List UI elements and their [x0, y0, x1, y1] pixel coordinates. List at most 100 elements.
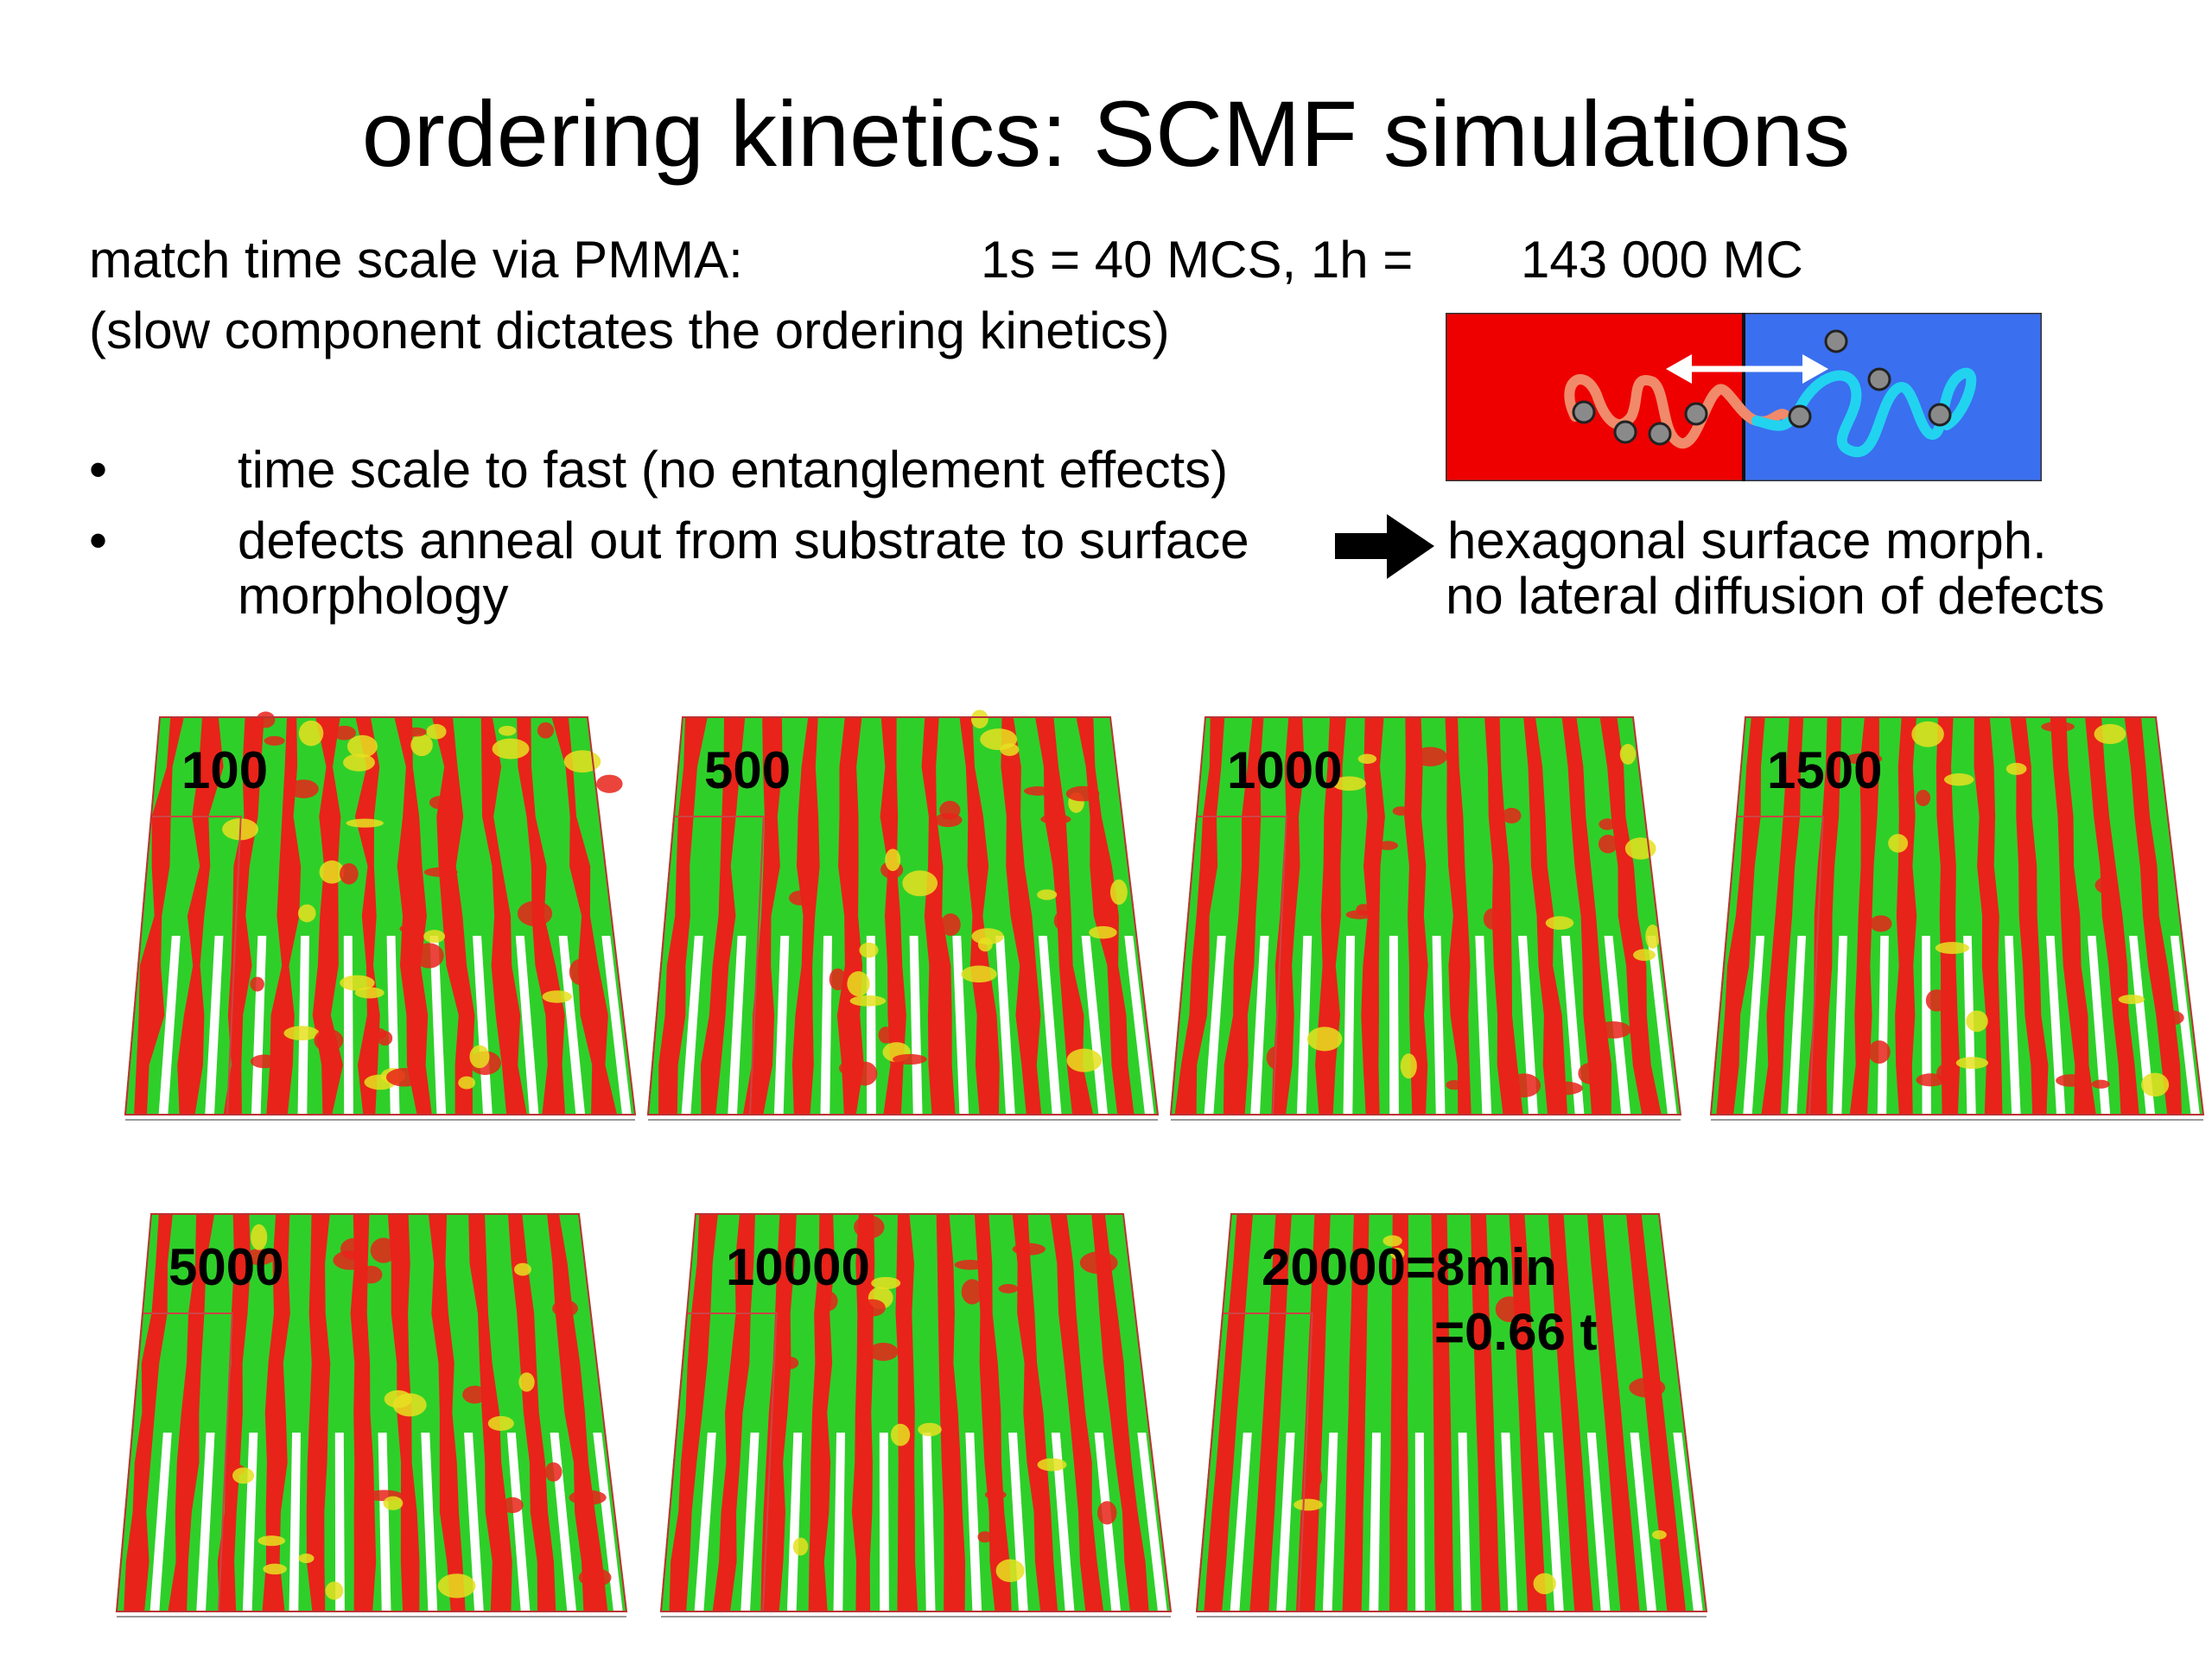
snapshot-render — [115, 1213, 628, 1618]
lamella-stripe — [551, 717, 618, 1115]
domain-blob — [1911, 721, 1944, 747]
time-scale-conversion: 1s = 40 MCS, 1h = — [981, 231, 1414, 289]
domain-blob — [458, 1076, 476, 1090]
domain-blob — [517, 900, 553, 926]
lamella-gap — [1743, 936, 1765, 1115]
lamella-gap — [196, 1433, 215, 1611]
snapshot-label: 20000=8min — [1262, 1238, 1557, 1296]
domain-blob — [954, 1260, 986, 1270]
lamella-stripe — [1389, 1214, 1409, 1611]
domain-blob — [1495, 1296, 1524, 1323]
domain-blob — [970, 709, 988, 728]
domain-blob — [319, 860, 345, 884]
domain-blob — [340, 1237, 367, 1261]
domain-blob — [392, 1393, 427, 1417]
lamella-stripe — [1050, 1214, 1104, 1611]
domain-blob — [1624, 837, 1656, 860]
snapshot-panel: 100 — [121, 711, 639, 1121]
lamella-gap — [1051, 1433, 1075, 1611]
lamella-gap — [995, 936, 1015, 1115]
snapshot-outline — [1195, 1213, 1708, 1612]
lamella-stripe — [468, 1214, 512, 1611]
domain-blob — [890, 1423, 911, 1446]
bullet-text: time scale to fast (no entanglement effe… — [238, 441, 1229, 499]
snapshot-panel: 1500 — [1707, 716, 2208, 1121]
domain-blob — [1845, 753, 1883, 765]
lamella-stripe — [2010, 717, 2049, 1115]
domain-blob — [1595, 1020, 1631, 1039]
domain-blob — [1037, 889, 1058, 900]
domain-blob — [401, 818, 420, 839]
lamella-stripe — [1404, 717, 1428, 1115]
domain-blob — [878, 1027, 893, 1044]
lamella-stripe — [394, 717, 432, 1115]
domain-blob — [1502, 807, 1522, 823]
lamella-gap — [242, 1433, 258, 1611]
lamella-stripe — [1895, 717, 1917, 1115]
lamella-gap — [952, 936, 969, 1115]
lamella-gap — [820, 936, 833, 1115]
domain-blob — [314, 1028, 344, 1052]
domain-blob — [370, 1237, 397, 1263]
lamella-gap — [786, 1433, 803, 1611]
lamella-gap — [297, 936, 310, 1115]
domain-blob — [537, 721, 555, 739]
snapshot-label: 100 — [181, 741, 269, 799]
lamella-gap — [2087, 936, 2111, 1115]
snapshot-panel: 5000 — [112, 1213, 631, 1618]
lamella-stripe — [1076, 717, 1135, 1115]
domain-blob — [569, 959, 590, 985]
lamella-gap — [1560, 936, 1585, 1115]
domain-blob — [250, 976, 264, 992]
lamella-gap — [681, 936, 703, 1115]
blue-polymer-chain — [1751, 367, 1977, 458]
slide-title: ordering kinetics: SCMF simulations — [361, 81, 1851, 186]
lamella-stripe — [1548, 1214, 1593, 1611]
snapshot-panel: 20000=8min =0.66 t — [1192, 1213, 1711, 1618]
domain-blob — [1935, 942, 1970, 955]
domain-blob — [782, 1357, 799, 1370]
snapshot-panel: 1000 — [1166, 716, 1685, 1121]
lamella-stripe — [1470, 1214, 1501, 1611]
lamella-gap — [879, 1433, 889, 1611]
snapshot-outline — [646, 716, 1160, 1116]
domain-blob — [1598, 835, 1618, 854]
lamella-gap — [866, 936, 876, 1115]
domain-blob — [939, 800, 961, 820]
lamella-stripe — [223, 717, 264, 1115]
domain-blob — [405, 727, 427, 737]
lamella-gap — [1475, 936, 1492, 1115]
lamella-stripe — [217, 1214, 251, 1611]
lamella-gap — [1038, 936, 1062, 1115]
domain-blob — [1916, 789, 1931, 807]
domain-blob — [298, 720, 324, 747]
domain-blob — [1619, 743, 1637, 765]
lamella-gap — [833, 1433, 846, 1611]
lamella-stripe — [1523, 717, 1568, 1115]
domain-blob — [383, 1496, 404, 1510]
domain-blob — [563, 750, 601, 773]
domain-blob — [1400, 1053, 1417, 1079]
domain-blob — [859, 1299, 886, 1317]
lamella-stripe — [1626, 1214, 1687, 1611]
lamella-gap — [1276, 1433, 1295, 1611]
lamella-gap — [1630, 1433, 1657, 1611]
conclusion-text: hexagonal surface morph. — [1447, 512, 2047, 569]
lamella-gap — [1501, 1433, 1518, 1611]
lamella-stripe — [1295, 1214, 1331, 1611]
domain-blob — [859, 942, 879, 958]
domain-blob — [971, 928, 1004, 945]
domain-blob — [1645, 925, 1660, 949]
domain-blob — [1545, 1081, 1583, 1096]
lamella-gap — [1343, 936, 1356, 1115]
lamella-stripe — [1586, 1214, 1640, 1611]
domain-blob — [232, 1467, 255, 1484]
domain-blob — [346, 818, 384, 828]
domain-blob — [501, 1497, 524, 1514]
lamella-gap — [909, 936, 923, 1115]
domain-blob — [1483, 908, 1502, 930]
domain-blob — [410, 734, 433, 757]
domain-blob — [1888, 834, 1909, 853]
lamella-stripe — [432, 717, 475, 1115]
lamella-gap — [1877, 936, 1889, 1115]
